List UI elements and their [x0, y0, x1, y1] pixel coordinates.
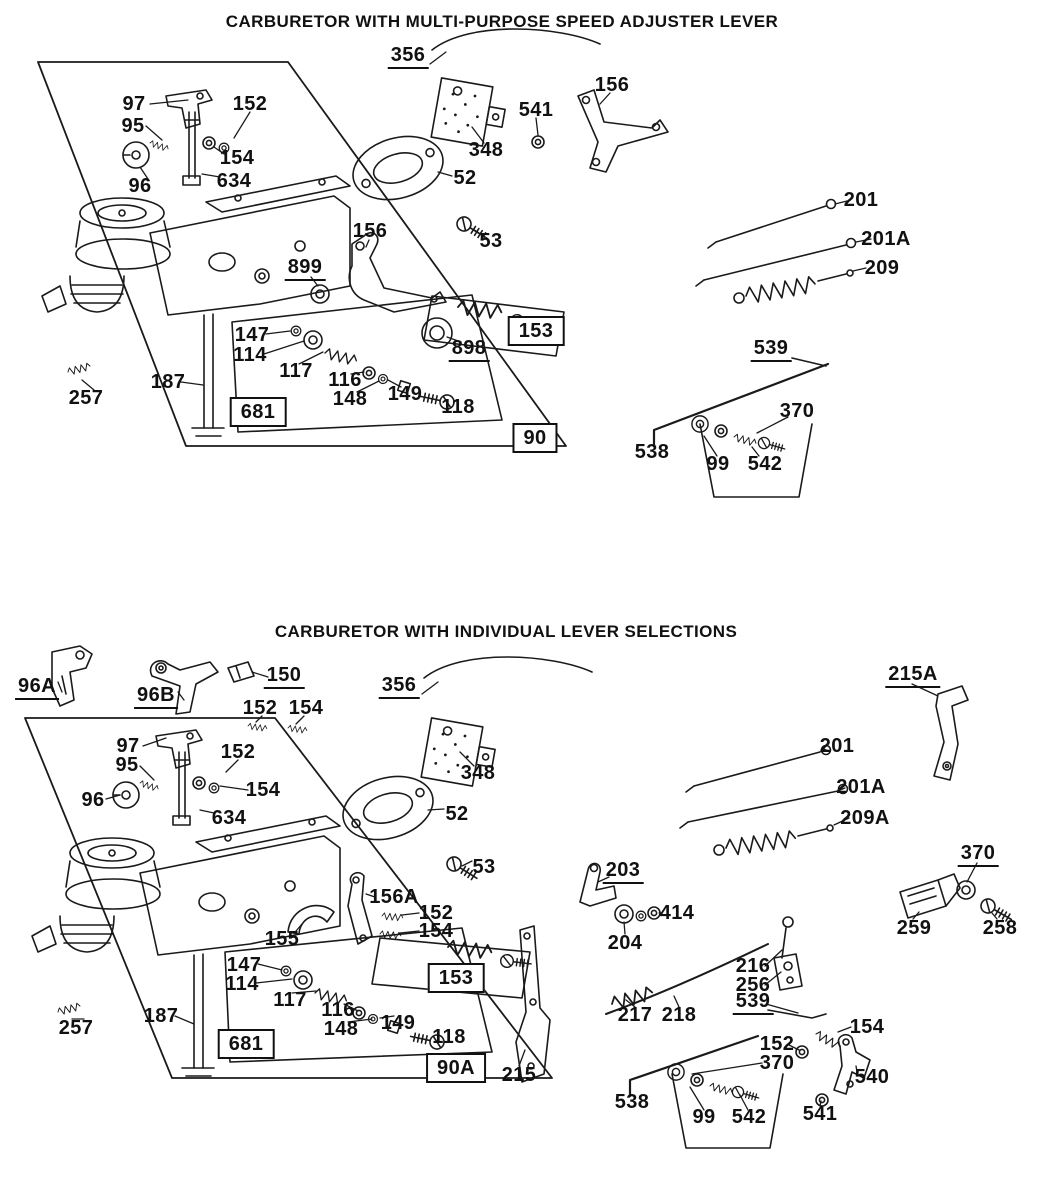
part-label-153: 153	[507, 316, 565, 346]
part-label-370: 370	[759, 1052, 795, 1074]
part-label-634: 634	[211, 807, 247, 829]
part-label-156a: 156A	[369, 886, 419, 908]
part-label-53: 53	[472, 856, 496, 878]
part-label-152: 152	[759, 1033, 795, 1055]
part-label-99: 99	[706, 453, 730, 475]
part-label-52: 52	[445, 803, 469, 825]
part-label-356: 356	[387, 45, 429, 69]
part-label-53: 53	[479, 230, 503, 252]
part-label-154: 154	[245, 779, 281, 801]
part-label-96: 96	[81, 789, 105, 811]
part-label-156: 156	[352, 220, 388, 242]
part-label-538: 538	[634, 441, 670, 463]
part-label-96b: 96B	[134, 685, 178, 709]
part-label-154: 154	[849, 1016, 885, 1038]
part-label-257: 257	[58, 1017, 94, 1039]
part-label-256: 256	[735, 974, 771, 996]
part-label-96: 96	[128, 175, 152, 197]
part-label-259: 259	[896, 917, 932, 939]
part-label-96a: 96A	[15, 676, 59, 700]
part-label-152: 152	[220, 741, 256, 763]
part-label-539: 539	[750, 338, 792, 362]
part-label-216: 216	[735, 955, 771, 977]
part-label-540: 540	[854, 1066, 890, 1088]
part-label-215: 215	[501, 1064, 537, 1086]
part-label-97: 97	[116, 735, 140, 757]
part-label-348: 348	[460, 762, 496, 784]
part-label-538: 538	[614, 1091, 650, 1113]
part-label-218: 218	[661, 1004, 697, 1026]
part-label-187: 187	[150, 371, 186, 393]
part-label-201: 201	[819, 735, 855, 757]
part-label-541: 541	[802, 1103, 838, 1125]
part-label-97: 97	[122, 93, 146, 115]
part-label-117: 117	[273, 989, 307, 1011]
part-label-150: 150	[263, 665, 305, 689]
part-label-156: 156	[594, 74, 630, 96]
part-label-217: 217	[617, 1004, 653, 1026]
part-label-95: 95	[121, 115, 145, 137]
part-label-52: 52	[453, 167, 477, 189]
part-label-154: 154	[288, 697, 324, 719]
part-label-152: 152	[418, 902, 454, 924]
part-label-148: 148	[332, 388, 368, 410]
part-label-257: 257	[68, 387, 104, 409]
part-label-187: 187	[143, 1005, 179, 1027]
part-label-370: 370	[779, 400, 815, 422]
part-label-149: 149	[387, 383, 423, 405]
part-label-153: 153	[427, 963, 485, 993]
part-label-114: 114	[225, 973, 259, 995]
part-label-898: 898	[448, 338, 490, 362]
part-label-116: 116	[328, 369, 362, 391]
section-title: CARBURETOR WITH INDIVIDUAL LEVER SELECTI…	[274, 622, 738, 641]
part-label-899: 899	[284, 257, 326, 281]
part-label-154: 154	[418, 920, 454, 942]
part-label-203: 203	[602, 860, 644, 884]
part-label-118: 118	[441, 396, 475, 418]
section-title: CARBURETOR WITH MULTI-PURPOSE SPEED ADJU…	[225, 12, 779, 31]
part-label-148: 148	[323, 1018, 359, 1040]
part-label-152: 152	[232, 93, 268, 115]
part-label-215a: 215A	[885, 664, 941, 688]
part-label-90a: 90A	[426, 1053, 486, 1083]
part-label-209a: 209A	[840, 807, 890, 829]
part-label-201: 201	[843, 189, 879, 211]
part-label-541: 541	[518, 99, 554, 121]
part-label-201a: 201A	[861, 228, 911, 250]
part-label-114: 114	[233, 344, 267, 366]
part-label-539: 539	[732, 991, 774, 1015]
part-label-209: 209	[864, 257, 900, 279]
part-label-155: 155	[264, 928, 300, 950]
part-label-147: 147	[226, 954, 262, 976]
part-label-542: 542	[731, 1106, 767, 1128]
part-label-95: 95	[115, 754, 139, 776]
part-label-414: 414	[659, 902, 695, 924]
part-label-348: 348	[468, 139, 504, 161]
part-label-370: 370	[957, 843, 999, 867]
part-label-149: 149	[380, 1012, 416, 1034]
part-label-258: 258	[982, 917, 1018, 939]
part-label-152: 152	[242, 697, 278, 719]
part-label-634: 634	[216, 170, 252, 192]
part-label-90: 90	[512, 423, 558, 453]
part-label-154: 154	[219, 147, 255, 169]
part-label-681: 681	[229, 397, 287, 427]
part-label-356: 356	[378, 675, 420, 699]
part-label-116: 116	[321, 999, 355, 1021]
part-label-201a: 201A	[836, 776, 886, 798]
part-label-204: 204	[607, 932, 643, 954]
part-label-542: 542	[747, 453, 783, 475]
part-label-117: 117	[279, 360, 313, 382]
part-label-147: 147	[234, 324, 270, 346]
part-label-99: 99	[692, 1106, 716, 1128]
part-label-118: 118	[432, 1026, 466, 1048]
part-label-681: 681	[217, 1029, 275, 1059]
